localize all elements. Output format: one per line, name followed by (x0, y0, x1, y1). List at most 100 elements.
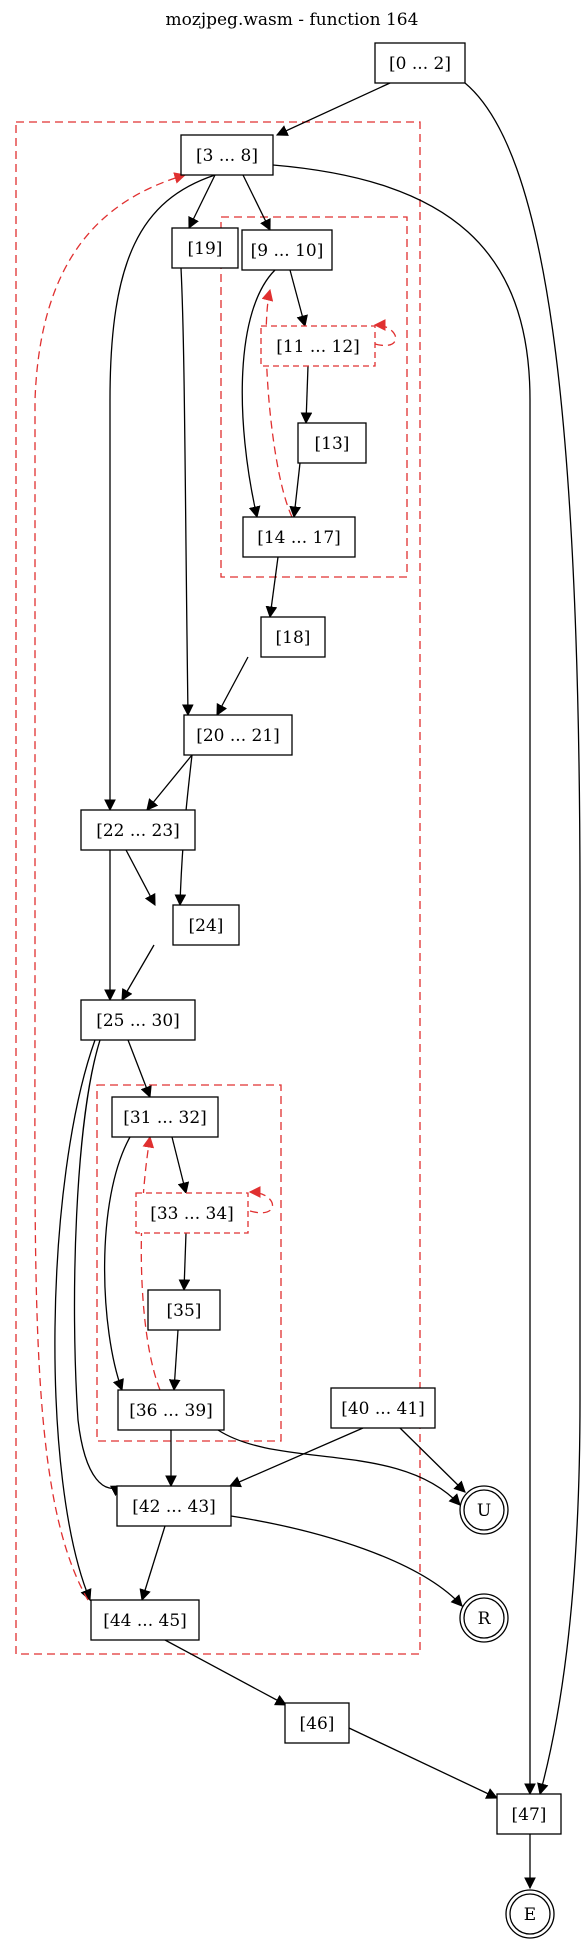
edge-n36_39-to-tU (217, 1429, 461, 1506)
edge-n40_41-to-n42_43 (228, 1427, 364, 1488)
edge-n25_30-to-n31_32 (127, 1039, 152, 1099)
node-47: [47] (496, 1793, 562, 1835)
edge-n0_2-to-n3_8 (275, 82, 391, 136)
edge-n14_17-to-n9_10 (261, 288, 293, 518)
terminal-label: R (478, 1609, 492, 1629)
node-label: [13] (315, 434, 350, 454)
node-box (171, 227, 239, 269)
node-box (80, 809, 196, 851)
nodes: [0 ... 2] [3 ... 8] [19] [9 ... 10] [11 ... … (80, 42, 562, 1835)
node-label: [18] (276, 628, 311, 648)
node-box (80, 999, 196, 1041)
edge-n24-to-n25_30 (121, 944, 155, 1002)
node-42-43: [42 ... 43] (116, 1485, 232, 1527)
loop-cluster-3 (96, 1084, 282, 1442)
edge-n40_41-to-tU (399, 1427, 466, 1493)
node-36-39: [36 ... 39] (117, 1389, 225, 1431)
edge-n11_12-to-n13 (300, 365, 313, 425)
node-20-21: [20 ... 21] (183, 714, 293, 756)
node-19: [19] (171, 227, 239, 269)
edge-n42_43-to-tR (230, 1515, 463, 1607)
edge-n9_10-to-n14_17 (241, 269, 276, 519)
terminal-label: U (477, 1501, 491, 1521)
node-box (183, 714, 293, 756)
edge-n31_32-to-n33_34 (171, 1136, 190, 1195)
node-label: [25 ... 30] (96, 1011, 180, 1031)
node-box (180, 134, 274, 176)
node-35: [35] (147, 1289, 221, 1331)
node-box (374, 42, 466, 84)
loop-cluster-2 (220, 216, 408, 578)
node-14-17: [14 ... 17] (242, 516, 356, 558)
node-box (90, 1599, 200, 1641)
node-box (147, 1289, 221, 1331)
node-25-30: [25 ... 30] (80, 999, 196, 1041)
edge-n25_30-to-n44_45 (54, 1039, 96, 1602)
edge-n44_45-to-n3_8 (34, 172, 187, 1601)
node-box (116, 1485, 232, 1527)
node-label: [24] (189, 916, 224, 936)
edge-n22_23-to-n24 (125, 849, 156, 907)
node-box (297, 422, 367, 464)
node-label: [46] (300, 1714, 335, 1734)
node-18: [18] (260, 616, 326, 658)
node-22-23: [22 ... 23] (80, 809, 196, 851)
edge-n31_32-to-n36_39 (103, 1136, 131, 1392)
node-label: [44 ... 45] (103, 1611, 187, 1631)
node-3-8: [3 ... 8] (180, 134, 274, 176)
edge-n0_2-to-n47 (464, 82, 581, 1796)
node-13: [13] (297, 422, 367, 464)
node-label: [36 ... 39] (129, 1401, 213, 1421)
node-9-10: [9 ... 10] (241, 229, 333, 271)
edge-n3_8-to-n22_23 (104, 174, 216, 812)
node-44-45: [44 ... 45] (90, 1599, 200, 1641)
node-box (260, 325, 376, 367)
node-box (241, 229, 333, 271)
node-box (172, 904, 240, 946)
node-label: [14 ... 17] (257, 528, 341, 548)
node-label: [22 ... 23] (96, 821, 180, 841)
edge-n3_8-to-n9_10 (242, 174, 271, 232)
terminals: U R E (459, 1485, 555, 1939)
edge-n25_30-to-n42_43 (73, 1039, 124, 1497)
node-box (135, 1192, 249, 1234)
loop-cluster-1 (15, 121, 421, 1655)
edge-n13-to-n14_17 (289, 462, 301, 519)
node-46: [46] (284, 1702, 350, 1744)
graph-title: mozjpeg.wasm - function 164 (166, 10, 419, 30)
node-box (242, 516, 356, 558)
edge-n42_43-to-n44_45 (139, 1525, 166, 1602)
edge-n3_8-to-n19 (188, 174, 216, 230)
terminal-u: U (459, 1485, 509, 1535)
node-label: [3 ... 8] (196, 146, 258, 166)
node-label: [47] (512, 1805, 547, 1825)
node-label: [40 ... 41] (341, 1399, 425, 1419)
node-label: [35] (167, 1301, 202, 1321)
terminal-e: E (505, 1889, 555, 1939)
terminal-label: E (524, 1905, 536, 1925)
node-label: [20 ... 21] (196, 726, 280, 746)
node-label: [9 ... 10] (251, 241, 324, 261)
node-40-41: [40 ... 41] (330, 1387, 436, 1429)
edge-n18-to-n20_21 (216, 656, 249, 717)
node-label: [19] (188, 239, 223, 259)
node-24: [24] (172, 904, 240, 946)
edge-n36_39-to-n31_32 (140, 1135, 161, 1391)
node-31-32: [31 ... 32] (111, 1096, 219, 1138)
node-box (117, 1389, 225, 1431)
node-11-12: [11 ... 12] (260, 325, 376, 367)
node-0-2: [0 ... 2] (374, 42, 466, 84)
edge-n46-to-n47 (348, 1727, 499, 1799)
node-label: [0 ... 2] (389, 54, 451, 74)
edge-n33_34-to-n33_34 (248, 1186, 274, 1214)
edge-n3_8-to-n47 (272, 164, 536, 1796)
edge-n35-to-n36_39 (168, 1329, 181, 1392)
node-33-34: [33 ... 34] (135, 1192, 249, 1234)
node-label: [11 ... 12] (276, 337, 360, 357)
edge-n11_12-to-n11_12 (373, 319, 397, 347)
node-label: [31 ... 32] (123, 1108, 207, 1128)
edge-n20_21-to-n22_23 (146, 754, 193, 811)
node-label: [33 ... 34] (150, 1204, 234, 1224)
node-box (111, 1096, 219, 1138)
